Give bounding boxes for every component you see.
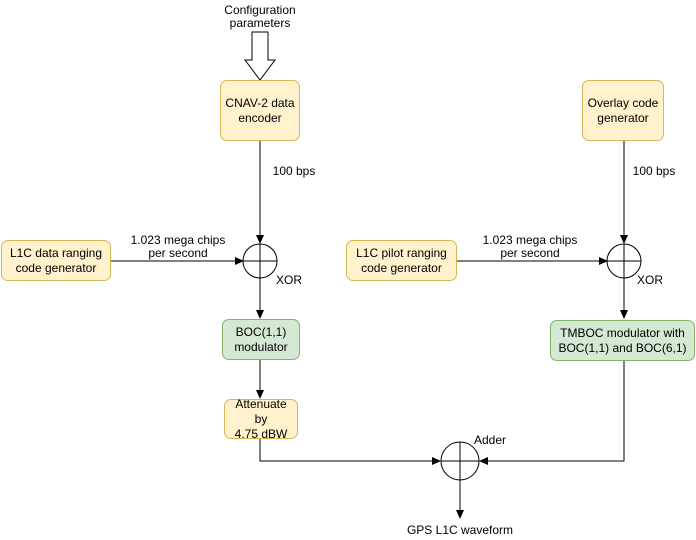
data-xor-label: XOR [276,273,303,287]
data-rate-label: 100 bps [272,164,316,178]
attenuator-to-adder-line [259,439,441,465]
cnav2-encoder-box: CNAV-2 data encoder [220,80,300,141]
config-input-arrow [244,31,276,81]
tmboc-to-adder-line [479,361,625,465]
l1c-data-ranging-box: L1C data ranging code generator [1,240,111,281]
output-waveform-label: GPS L1C waveform [406,523,514,537]
config-parameters-label: Configuration parameters [224,3,296,30]
data-chip-rate-label: 1.023 mega chips per second [130,233,226,260]
pilot-chip-rate-label: 1.023 mega chips per second [482,233,578,260]
tmboc-modulator-box: TMBOC modulator with BOC(1,1) and BOC(6,… [550,320,695,361]
pilot-rate-label: 100 bps [632,164,676,178]
overlay-code-generator-box: Overlay code generator [582,80,664,141]
boc-modulator-box: BOC(1,1) modulator [222,319,300,360]
attenuator-box: Attenuate by 4.75 dBW [224,397,298,441]
pilot-xor-label: XOR [637,273,664,287]
l1c-pilot-ranging-box: L1C pilot ranging code generator [346,240,457,281]
adder-label: Adder [474,433,507,447]
